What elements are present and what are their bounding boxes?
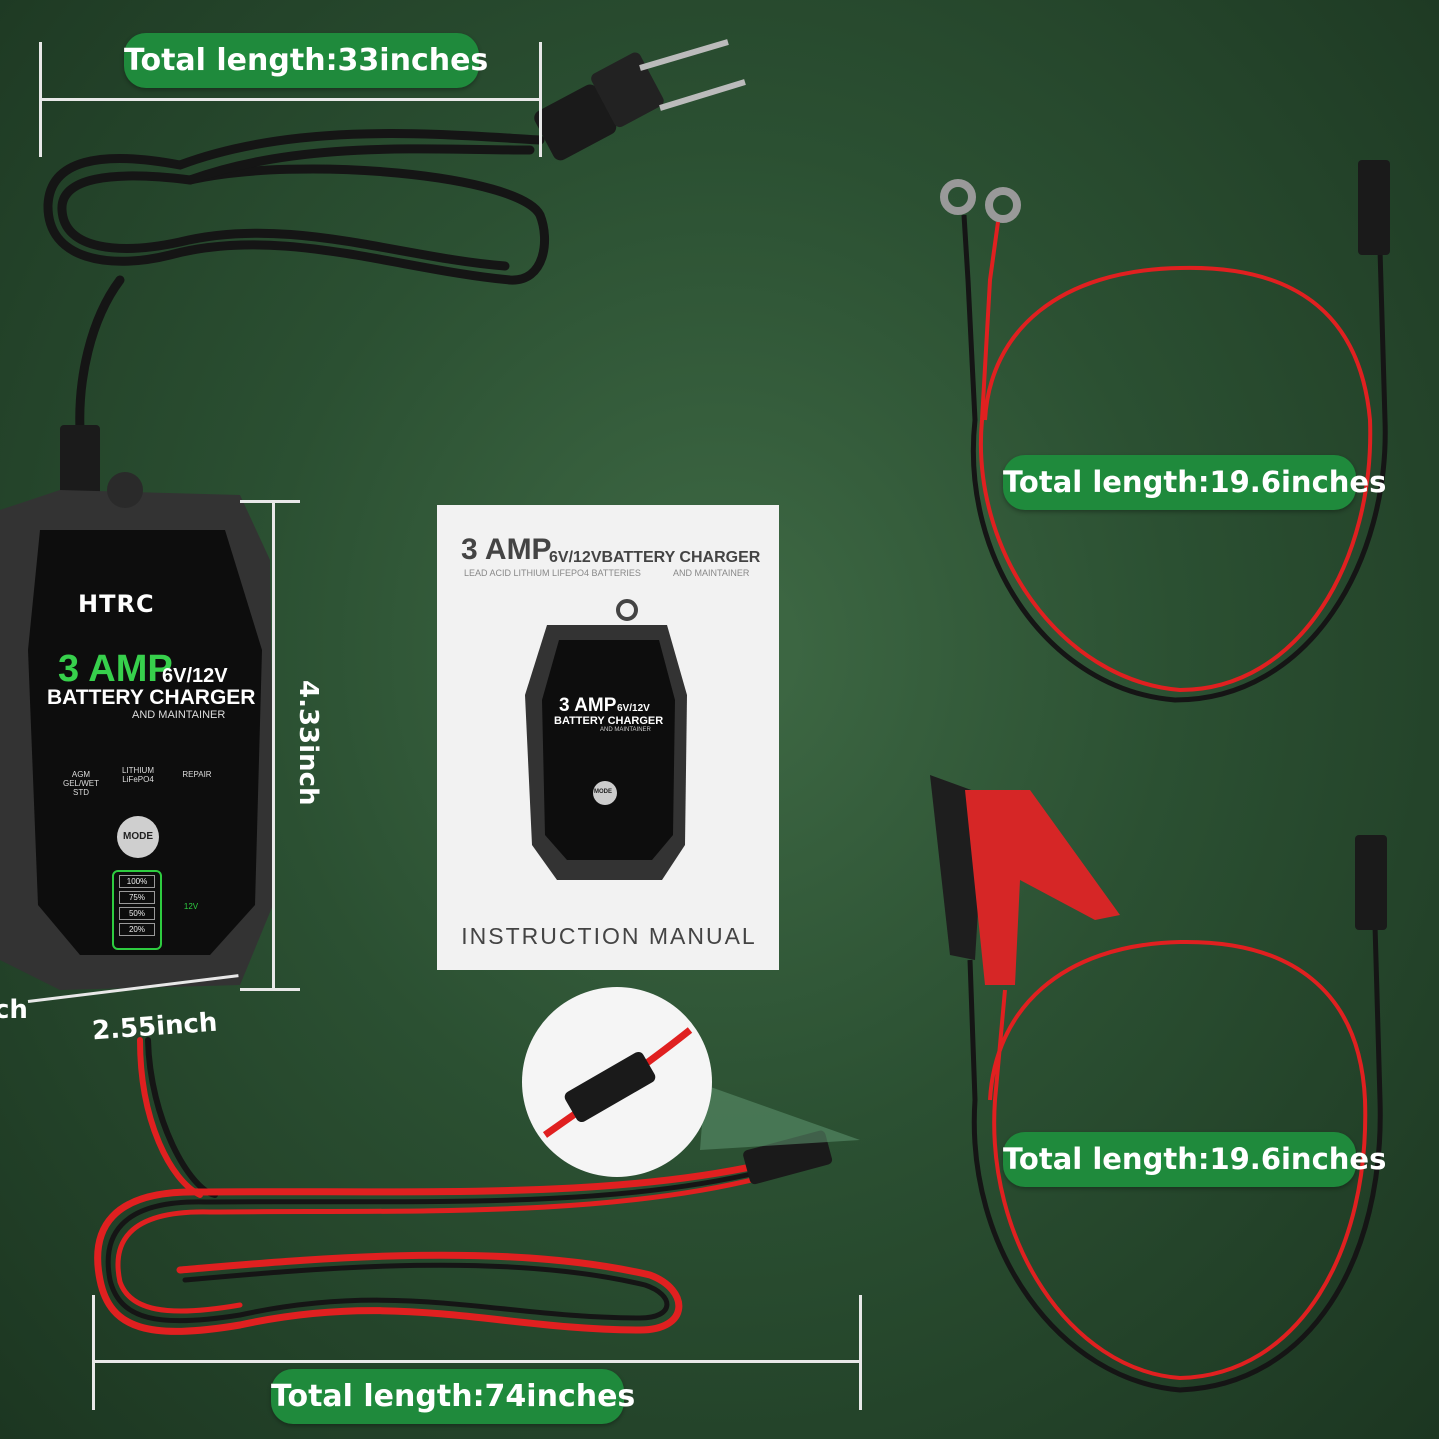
charger-voltage: 6V/12V — [162, 665, 228, 687]
manual-title: 6V/12VBATTERY CHARGER — [549, 549, 761, 566]
height-dim-tick-top — [240, 500, 300, 503]
output-length-label: Total length:74inches — [271, 1369, 635, 1424]
mode-repair-label: REPAIR — [182, 770, 212, 779]
level-20: 20% — [119, 923, 155, 936]
manual-device-image — [525, 599, 687, 880]
volt-indicator: 12V — [183, 902, 199, 911]
zoom-beam — [700, 1085, 860, 1150]
output-dim-line — [93, 1360, 861, 1363]
manual-device-amp: 3 AMP — [559, 695, 617, 716]
depth-label-partial: ch — [0, 995, 28, 1025]
manual-subtitle-left: LEAD ACID LITHIUM LIFEPO4 BATTERIES — [464, 568, 641, 578]
manual-device-sub: AND MAINTAINER — [600, 727, 651, 733]
manual-device-volt: 6V/12V — [617, 703, 650, 714]
clamp-cable — [930, 775, 1387, 1393]
clamp-length-label: Total length:19.6inches — [1003, 1132, 1386, 1187]
manual-amp: 3 AMP — [461, 533, 552, 566]
manual-device-mode: MODE — [594, 789, 612, 795]
ring-terminal-cable — [940, 160, 1390, 703]
ac-dim-line — [40, 98, 540, 101]
manual-subtitle-right: AND MAINTAINER — [673, 568, 750, 578]
height-dim-tick-bottom — [240, 988, 300, 991]
level-50: 50% — [119, 907, 155, 920]
charger-title: BATTERY CHARGER — [47, 686, 256, 709]
level-75: 75% — [119, 891, 155, 904]
instruction-manual: 3 AMP 6V/12VBATTERY CHARGER LEAD ACID LI… — [437, 505, 779, 970]
output-dim-tick-right — [859, 1295, 862, 1410]
mode-button[interactable]: MODE — [117, 816, 159, 858]
charger-body — [0, 472, 275, 990]
ac-dim-tick-left — [39, 42, 42, 157]
ac-length-label: Total length:33inches — [124, 33, 488, 88]
strain-relief — [60, 425, 100, 500]
charger-brand: HTRC — [78, 590, 155, 618]
charger-subtitle: AND MAINTAINER — [132, 709, 226, 721]
charger-amp: 3 AMP — [58, 648, 173, 690]
mode-lithium-label: LITHIUM LiFePO4 — [122, 766, 154, 784]
ac-plug-icon — [534, 39, 746, 161]
ac-dim-tick-right — [539, 42, 542, 157]
ac-cord — [43, 129, 550, 435]
output-dim-tick-left — [92, 1295, 95, 1410]
height-label: 4.33inch — [293, 680, 323, 806]
manual-footer: INSTRUCTION MANUAL — [461, 923, 757, 949]
sae-connector-icon — [743, 1130, 833, 1185]
height-dim-line — [272, 502, 275, 990]
ring-length-label: Total length:19.6inches — [1003, 455, 1386, 510]
manual-device-title: BATTERY CHARGER — [554, 715, 664, 727]
level-100: 100% — [119, 875, 155, 888]
charge-level-indicator: 100% 75% 50% 20% — [112, 870, 162, 950]
output-cable — [94, 1037, 764, 1335]
mode-agm-label: AGM GEL/WET STD — [62, 770, 99, 797]
